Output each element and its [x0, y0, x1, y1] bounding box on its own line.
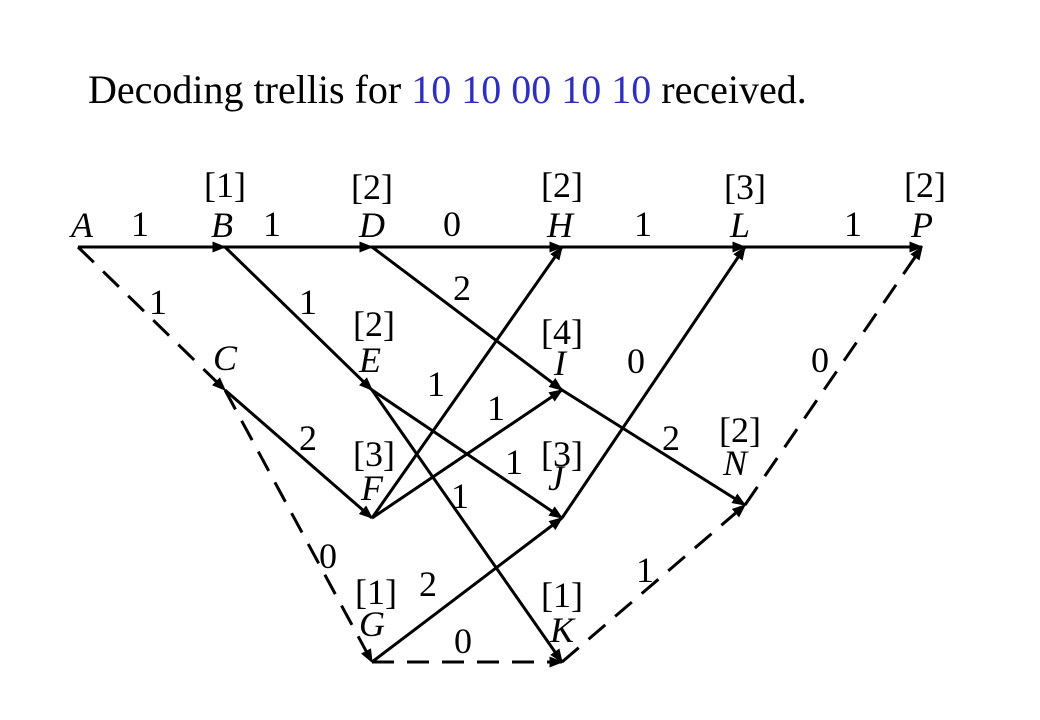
edge-weight-d-i: 2 [453, 268, 471, 308]
edge-weight-a-c: 1 [149, 282, 167, 322]
path-metric-l: [3] [724, 167, 766, 207]
edges-layer [76, 241, 924, 668]
path-metric-p: [2] [904, 165, 946, 205]
edge-j-l [560, 245, 747, 519]
node-label-a: A [69, 205, 94, 245]
path-metric-e: [2] [353, 304, 395, 344]
edge-c-g [223, 389, 374, 664]
path-metric-j: [3] [541, 434, 583, 474]
path-metric-d: [2] [351, 167, 393, 207]
path-metric-n: [2] [719, 410, 761, 450]
title-suffix: received. [651, 67, 806, 112]
edge-g-j [371, 516, 564, 664]
edge-weight-n-p: 0 [811, 340, 829, 380]
edge-weight-f-i: 1 [487, 388, 505, 428]
edge-b-e [223, 245, 374, 392]
edge-weight-c-g: 0 [319, 536, 337, 576]
node-label-f: F [360, 468, 384, 508]
edge-weight-b-d: 1 [263, 204, 281, 244]
edge-weight-d-h: 0 [443, 204, 461, 244]
path-metric-f: [3] [353, 434, 395, 474]
edge-weight-e-k: 1 [451, 476, 469, 516]
edge-c-f [224, 388, 374, 520]
edge-e-k [370, 389, 564, 664]
path-metric-b: [1] [204, 165, 246, 205]
edge-weight-g-j: 2 [419, 564, 437, 604]
node-label-g: G [359, 604, 385, 644]
edge-weight-k-n: 1 [636, 550, 654, 590]
node-label-d: D [358, 205, 385, 245]
edge-d-i [371, 245, 564, 392]
edge-weight-e-j: 1 [505, 442, 523, 482]
node-label-n: N [722, 443, 749, 483]
node-label-c: C [213, 338, 238, 378]
edge-f-i [371, 388, 564, 520]
node-label-b: B [211, 205, 233, 245]
diagram-title: Decoding trellis for 10 10 00 10 10 rece… [88, 67, 807, 112]
edge-weight-l-p: 1 [844, 204, 862, 244]
edge-weight-h-l: 1 [634, 204, 652, 244]
edge-f-h [370, 245, 564, 519]
node-label-k: K [549, 610, 576, 650]
edge-weight-j-l: 0 [627, 341, 645, 381]
edge-i-n [561, 388, 747, 507]
edge-weight-a-b: 1 [131, 204, 149, 244]
title-received-sequence: 10 10 00 10 10 [411, 67, 651, 112]
node-label-i: I [553, 343, 568, 383]
edge-k-n [561, 503, 747, 664]
path-metric-k: [1] [541, 575, 583, 615]
path-metric-g: [1] [355, 572, 397, 612]
title-prefix: Decoding trellis for [88, 67, 411, 112]
node-label-p: P [910, 205, 933, 245]
edge-weight-f-h: 1 [427, 364, 445, 404]
edge-weight-c-f: 2 [299, 418, 317, 458]
node-label-e: E [358, 340, 381, 380]
node-label-l: L [729, 205, 750, 245]
path-metric-h: [2] [541, 165, 583, 205]
edge-n-p [743, 245, 924, 506]
edge-weight-i-n: 2 [662, 418, 680, 458]
path-metric-i: [4] [541, 312, 583, 352]
edge-weight-g-k: 0 [454, 621, 472, 661]
edge-weight-b-e: 1 [299, 282, 317, 322]
node-label-h: H [546, 205, 575, 245]
node-label-j: J [548, 458, 566, 498]
